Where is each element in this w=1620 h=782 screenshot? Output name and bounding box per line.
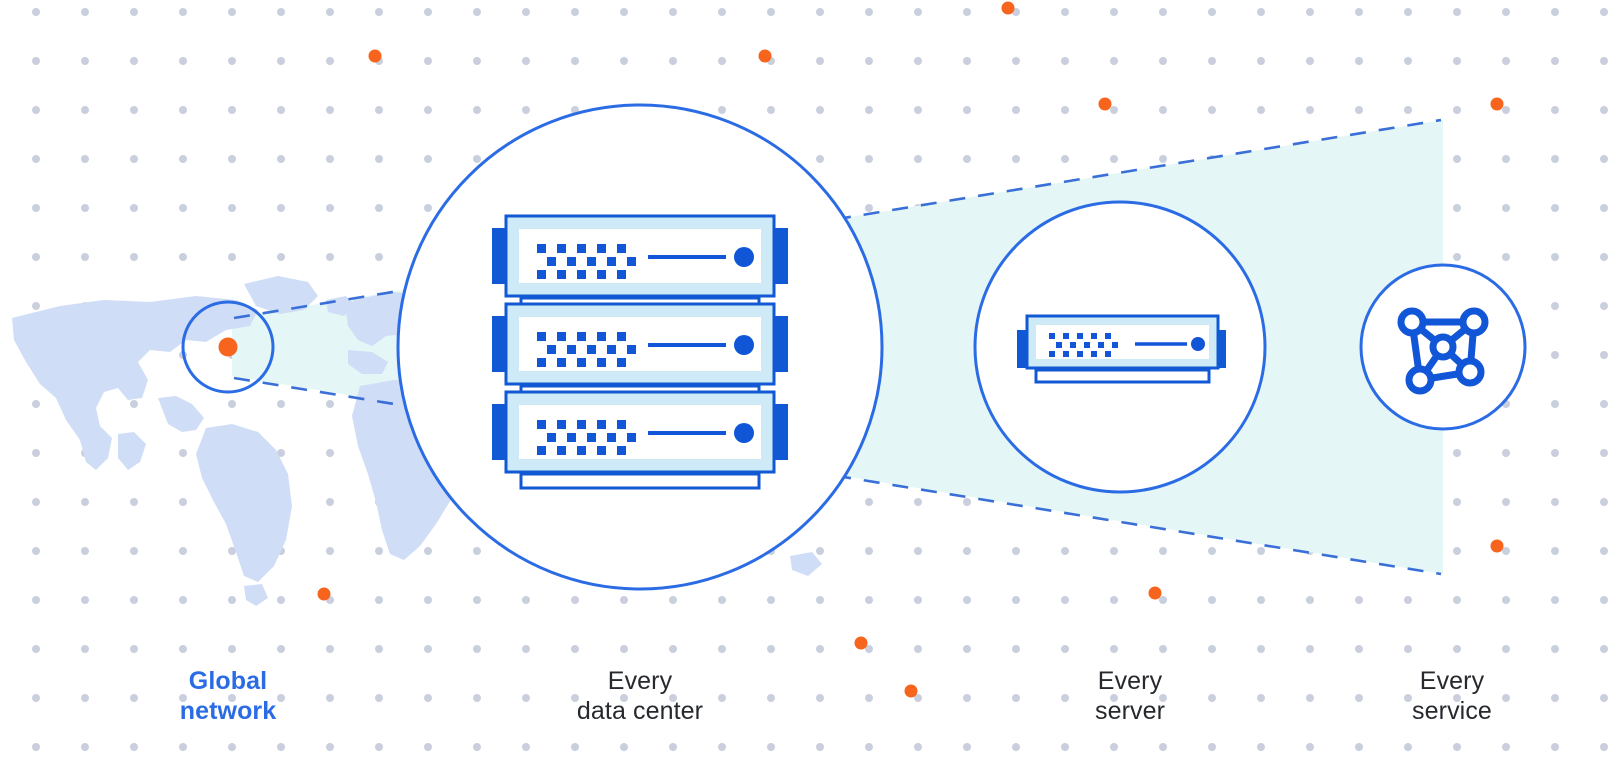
global-network-node[interactable] [181, 300, 275, 394]
stage-label-every-data-center: Every data center [576, 667, 704, 725]
location-dot-icon [218, 337, 238, 357]
service-node[interactable] [1359, 263, 1527, 431]
stage-label-every-server: Every server [1094, 667, 1166, 725]
server-rack-icon [492, 214, 788, 490]
server-unit-icon [1017, 314, 1226, 384]
accent-dots [317, 1, 1504, 698]
server-node[interactable] [973, 200, 1267, 494]
service-mesh-icon [1397, 307, 1489, 395]
stage-label-every-service: Every service [1412, 667, 1492, 725]
stage-label-global-network: Global network [179, 667, 277, 725]
data-center-node[interactable] [396, 103, 884, 591]
